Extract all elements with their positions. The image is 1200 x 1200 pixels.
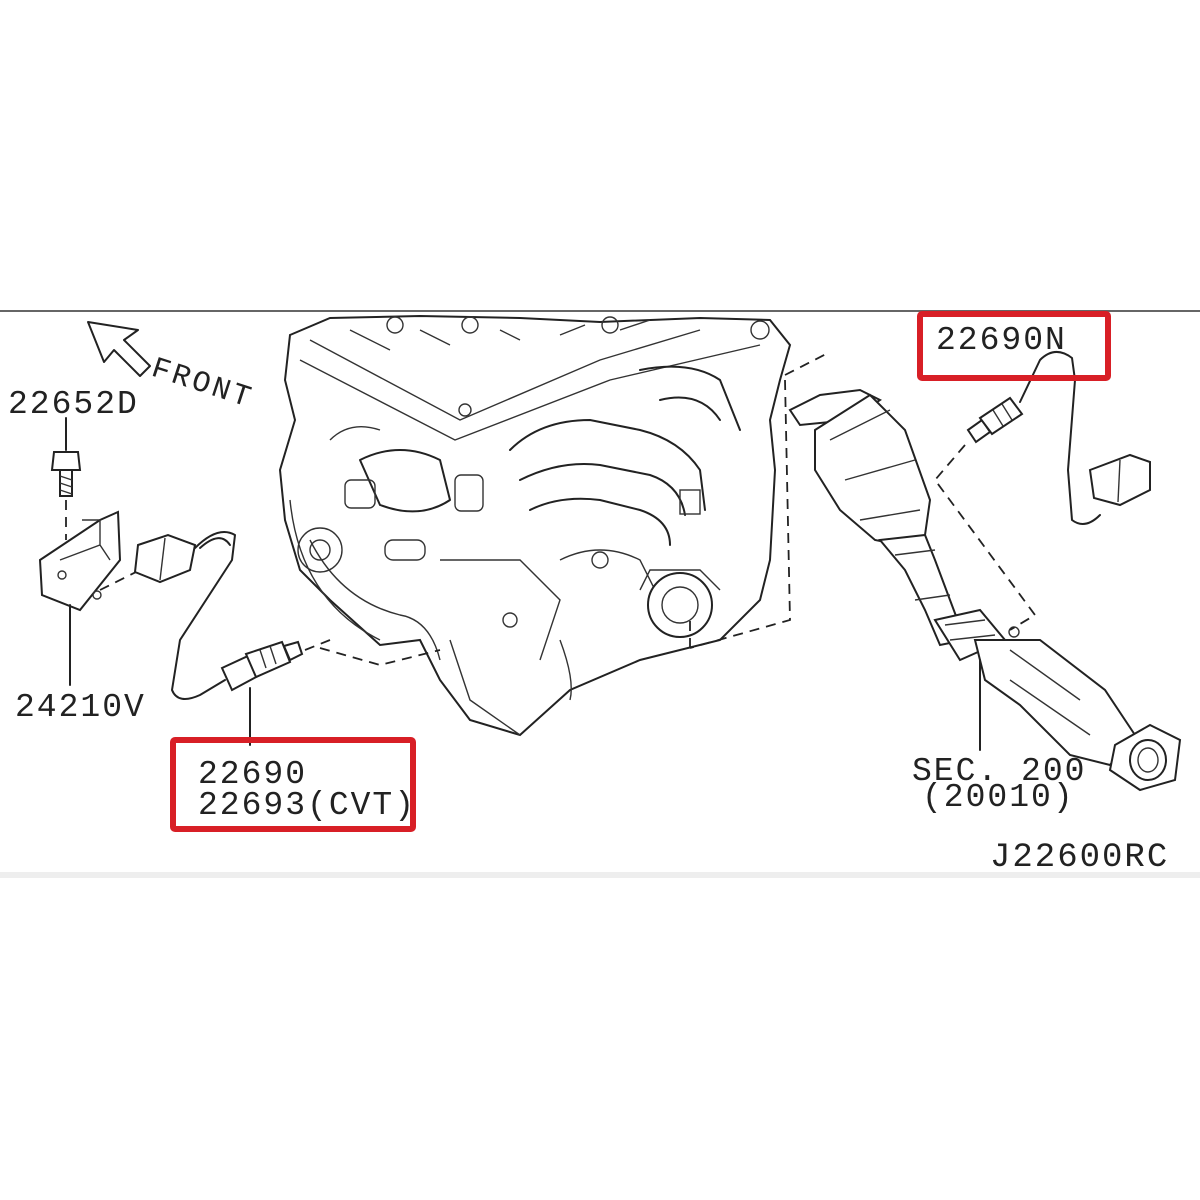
rear-sensor-highlight bbox=[917, 311, 1111, 381]
manifold-dashed-outline bbox=[689, 351, 831, 649]
diagram-bottom-band bbox=[0, 872, 1200, 878]
section-reference-code: (20010) bbox=[922, 779, 1075, 816]
rear-sensor-dashes bbox=[933, 444, 1037, 631]
front-arrow-icon bbox=[87, 321, 151, 377]
bracket-icon bbox=[38, 510, 122, 612]
catalytic-converter-drawing bbox=[788, 388, 1182, 792]
part-number-22690: 22690 bbox=[198, 756, 307, 793]
engine-dashed-outline bbox=[319, 647, 441, 666]
diagram-code: J22600RC bbox=[990, 839, 1169, 877]
section-reference: SEC. 200 bbox=[912, 753, 1086, 790]
front-label: FRONT bbox=[147, 352, 257, 417]
bolt-icon bbox=[50, 417, 82, 497]
front-sensor-highlight bbox=[170, 737, 416, 832]
part-number-22690N: 22690N bbox=[936, 322, 1067, 359]
water-pump-pulley bbox=[647, 572, 713, 638]
front-o2-sensor-drawing bbox=[99, 531, 331, 700]
engine-block-drawing bbox=[278, 314, 792, 737]
part-number-22652D: 22652D bbox=[8, 386, 139, 423]
part-number-24210V: 24210V bbox=[15, 689, 146, 726]
part-number-22693-cvt: 22693(CVT) bbox=[198, 787, 416, 824]
